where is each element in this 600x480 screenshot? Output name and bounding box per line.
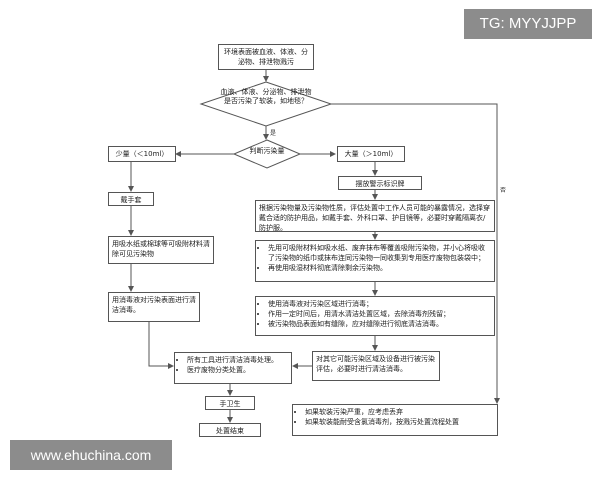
decision2-text: 判断污染量 bbox=[249, 147, 285, 155]
gloves-box: 戴手套 bbox=[108, 192, 154, 206]
end-box: 处置结束 bbox=[199, 423, 261, 437]
soft-furnishing-step: 如果软装污染严重，应考虑丢弃 bbox=[305, 407, 494, 417]
hand-hygiene-box: 手卫生 bbox=[205, 396, 255, 410]
disinfect-large-step: 作用一定时间后，用清水清洁处置区域，去除消毒剂残留； bbox=[268, 309, 491, 319]
soft-furnishing-step: 如果软装能耐受含氯消毒剂，按溅污处置流程处置 bbox=[305, 417, 494, 427]
watermark-tg: TG: MYYJJPP bbox=[464, 9, 592, 39]
disinfect-large-box: 使用消毒液对污染区域进行消毒； 作用一定时间后，用清水清洁处置区域，去除消毒剂残… bbox=[255, 296, 495, 336]
decision1-no-label: 否 bbox=[500, 187, 507, 194]
watermark-site: www.ehuchina.com bbox=[10, 440, 172, 470]
absorb-large-step: 先用可吸附材料如吸水纸、废弃抹布等覆盖吸附污染物，并小心将吸收了污染物的纸巾或抹… bbox=[268, 243, 491, 263]
tools-step: 所有工具进行清洁消毒处理。 bbox=[187, 355, 288, 365]
absorb-small-box: 用吸水纸或棉球等可吸附材料清除可见污染物 bbox=[108, 236, 214, 264]
decision1-yes-label: 是 bbox=[270, 130, 277, 137]
start-box: 环境表面被血液、体液、分泌物、排泄物溅污 bbox=[218, 44, 314, 70]
soft-furnishing-box: 如果软装污染严重，应考虑丢弃 如果软装能耐受含氯消毒剂，按溅污处置流程处置 bbox=[292, 404, 498, 436]
disinfect-large-step: 使用消毒液对污染区域进行消毒； bbox=[268, 299, 491, 309]
large-amount-box: 大量（＞10ml） bbox=[337, 146, 405, 162]
assess-box: 根据污染物量及污染物性质，评估处置中工作人员可能的暴露情况，选择穿戴合适的防护用… bbox=[255, 200, 495, 232]
disinfect-small-box: 用消毒液对污染表面进行清洁消毒。 bbox=[108, 292, 200, 322]
small-amount-box: 少量（＜10ml） bbox=[108, 146, 176, 162]
tools-box: 所有工具进行清洁消毒处理。 医疗废物分类处置。 bbox=[174, 352, 292, 384]
decision2-diamond bbox=[232, 139, 302, 169]
warning-sign-box: 摆放警示标识牌 bbox=[338, 176, 422, 190]
disinfect-large-step: 被污染物品表面如有缝隙，应对缝隙进行彻底清洁消毒。 bbox=[268, 319, 491, 329]
absorb-large-box: 先用可吸附材料如吸水纸、废弃抹布等覆盖吸附污染物，并小心将吸收了污染物的纸巾或抹… bbox=[255, 240, 495, 282]
absorb-large-step: 再使用吸湿材料彻底清除剩余污染物。 bbox=[268, 263, 491, 273]
nearby-areas-box: 对其它可能污染区域及设备进行被污染评估，必要时进行清洁消毒。 bbox=[312, 351, 440, 381]
tools-step: 医疗废物分类处置。 bbox=[187, 365, 288, 375]
decision1-text: 血液、体液、分泌物、排泄物是否污染了软装，如地毯？ bbox=[220, 88, 312, 105]
